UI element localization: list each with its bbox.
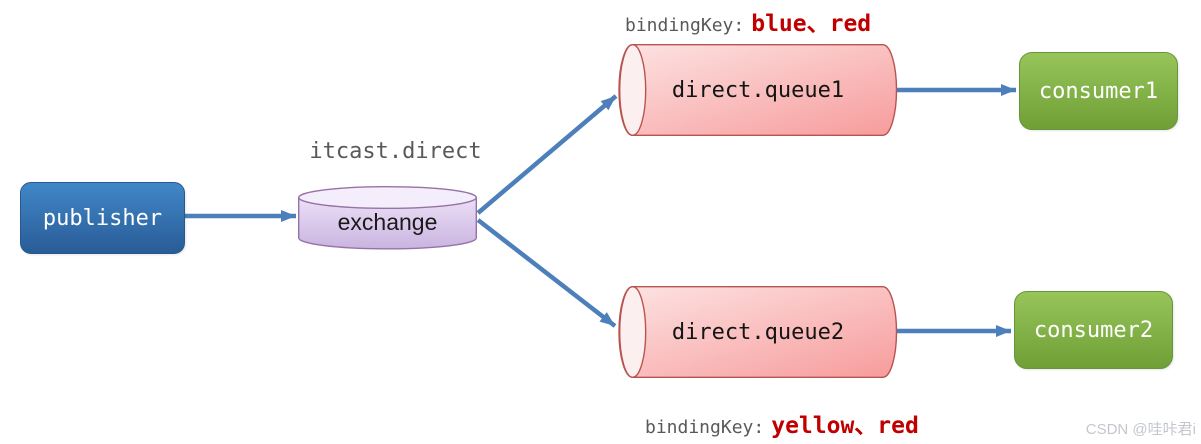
arrow-exchange-to-queue1	[476, 94, 618, 215]
binding-key-top: bindingKey: blue、red	[625, 4, 871, 38]
consumer2-node: consumer2	[1014, 291, 1173, 369]
binding-key-top-values: blue、red	[751, 11, 872, 37]
consumer1-node: consumer1	[1019, 52, 1178, 130]
binding-key-bottom: bindingKey: yellow、red	[645, 406, 919, 440]
queue2-cylinder	[618, 286, 898, 378]
binding-key-top-prefix: bindingKey:	[625, 15, 745, 36]
queue1-cylinder	[618, 44, 898, 136]
arrow-exchange-to-queue2	[476, 218, 617, 328]
binding-key-bottom-values: yellow、red	[771, 413, 919, 439]
exchange-cylinder	[297, 185, 478, 250]
consumer1-label: consumer1	[1038, 78, 1159, 104]
binding-key-bottom-prefix: bindingKey:	[645, 417, 765, 438]
consumer2-label: consumer2	[1033, 317, 1154, 343]
publisher-label: publisher	[42, 205, 163, 231]
csdn-watermark: CSDN @哇咔君i	[1085, 421, 1196, 438]
publisher-node: publisher	[20, 182, 185, 254]
exchange-name-label: itcast.direct	[309, 139, 482, 164]
